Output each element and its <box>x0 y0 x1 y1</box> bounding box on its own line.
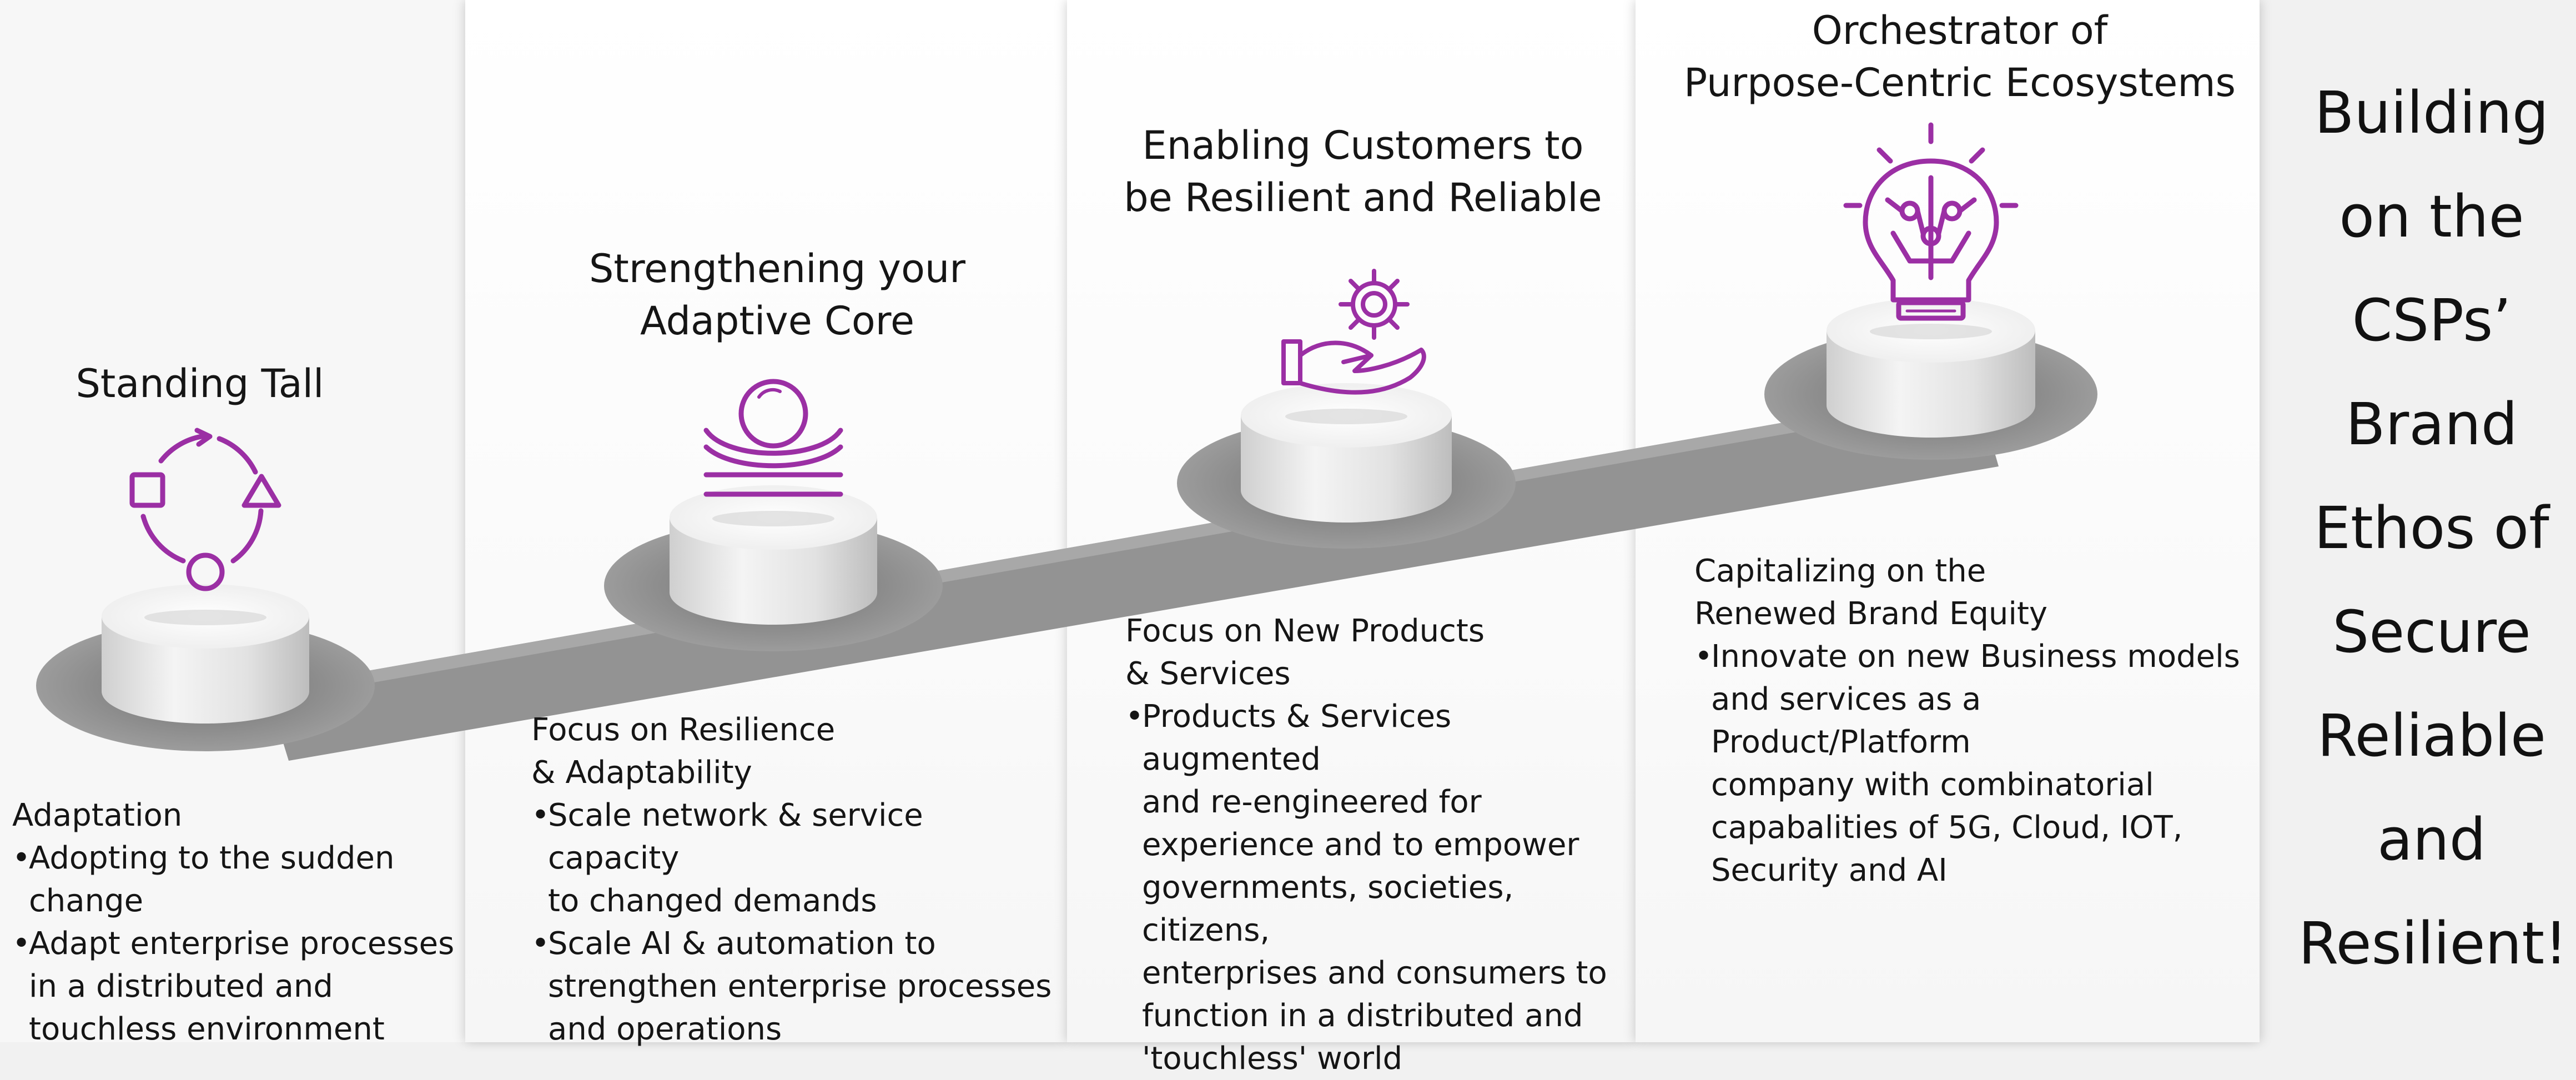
stage-title-adaptive-core: Strengthening your Adaptive Core <box>588 246 966 344</box>
stage-title-orchestrator: Orchestrator of Purpose-Centric Ecosyste… <box>1684 8 2236 106</box>
stage-description-brand-equity: Capitalizing on the Renewed Brand Equity… <box>1694 550 2250 892</box>
stage-title-enabling-customers: Enabling Customers to be Resilient and R… <box>1124 123 1602 220</box>
brain-bulb-icon <box>1843 122 2019 321</box>
pedestal-adaptive-core <box>604 485 943 651</box>
description-heading: & Services <box>1125 656 1291 692</box>
gear-hand-icon <box>1281 269 1426 395</box>
description-heading: & Adaptability <box>531 755 752 791</box>
description-heading: Capitalizing on the <box>1694 553 1986 589</box>
pedestal-standing-tall <box>36 584 375 751</box>
cycle-shapes-icon <box>129 428 281 591</box>
journey-scene <box>36 122 2097 761</box>
stage-description-products: Focus on New Products & Services Product… <box>1125 610 1625 1080</box>
road-path <box>266 389 1999 761</box>
description-heading: Focus on Resilience <box>531 712 836 748</box>
description-heading: Renewed Brand Equity <box>1694 596 2048 632</box>
stage-description-adaptation: Adaptation Adopting to the suddenchange … <box>12 794 456 1051</box>
pedestal-enabling-customers <box>1177 383 1516 549</box>
stage-description-resilience: Focus on Resilience & Adaptability Scale… <box>531 709 1053 1051</box>
description-heading: Focus on New Products <box>1125 613 1485 649</box>
stage-title-standing-tall: Standing Tall <box>76 361 324 406</box>
brand-ethos-statement: Building on the CSPs’ Brand Ethos of Sec… <box>2298 79 2568 977</box>
pedestal-orchestrator <box>1764 298 2097 460</box>
description-heading: Adaptation <box>12 797 183 833</box>
sphere-waves-icon <box>703 379 843 497</box>
